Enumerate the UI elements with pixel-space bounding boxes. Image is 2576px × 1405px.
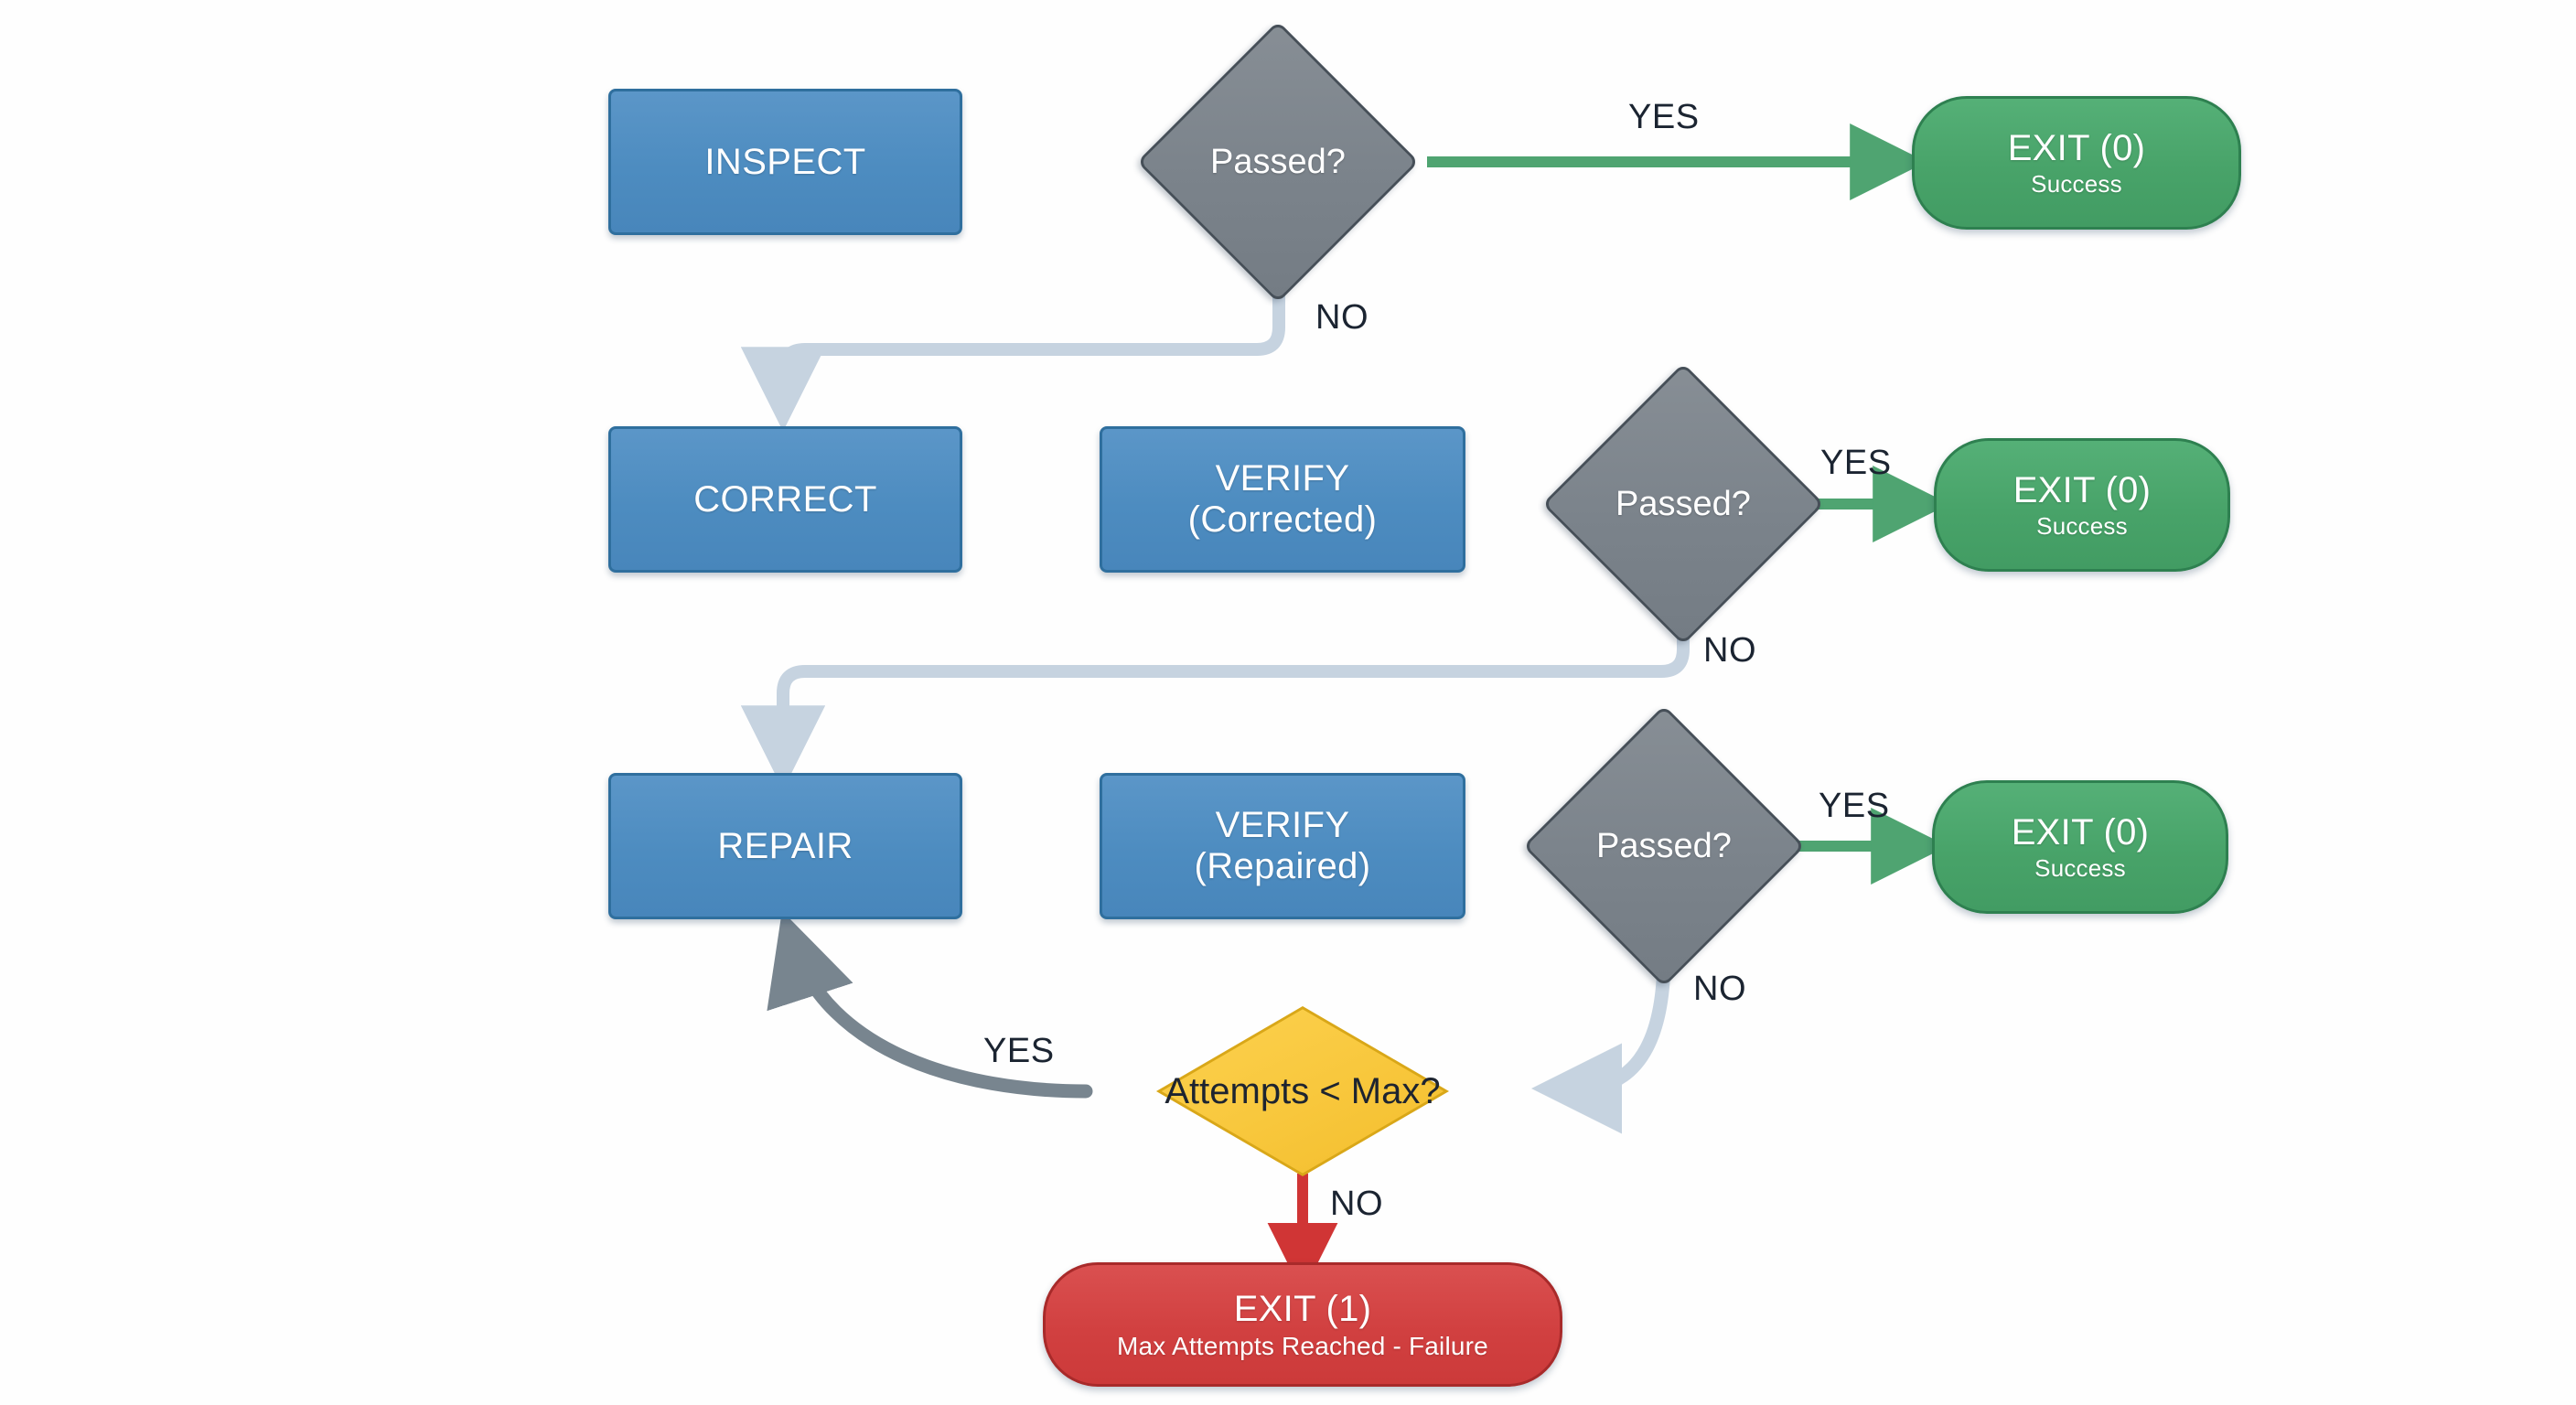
edge-decision1-no bbox=[740, 268, 1285, 432]
exit-success-3-title: EXIT (0) bbox=[2011, 812, 2150, 853]
node-decision3-label: Passed? bbox=[1596, 826, 1732, 865]
edge-decision2-no bbox=[740, 608, 1690, 790]
edge-label-no-3: NO bbox=[1693, 970, 1746, 1008]
edge-label-no-1: NO bbox=[1315, 298, 1368, 337]
node-verify-repaired[interactable]: VERIFY (Repaired) bbox=[1100, 773, 1465, 919]
node-decision3[interactable]: Passed? bbox=[1522, 704, 1806, 988]
exit-failure-subtitle: Max Attempts Reached - Failure bbox=[1117, 1331, 1488, 1360]
node-exit-failure[interactable]: EXIT (1) Max Attempts Reached - Failure bbox=[1043, 1262, 1562, 1387]
node-decision2[interactable]: Passed? bbox=[1541, 362, 1825, 646]
edge-label-yes-2: YES bbox=[1820, 444, 1892, 482]
node-exit-success-3[interactable]: EXIT (0) Success bbox=[1932, 780, 2228, 914]
exit-success-1-title: EXIT (0) bbox=[2007, 128, 2146, 169]
node-attempts-label: Attempts < Max? bbox=[1165, 1070, 1441, 1111]
node-attempts-less-than-max[interactable]: Attempts < Max? bbox=[1156, 1006, 1449, 1176]
edge-decision3-no bbox=[1530, 949, 1671, 1134]
exit-success-3-subtitle: Success bbox=[2034, 853, 2126, 882]
node-exit-success-2[interactable]: EXIT (0) Success bbox=[1934, 438, 2230, 572]
edge-attempts-yes-loop bbox=[767, 910, 1093, 1099]
verify-corrected-line1: VERIFY bbox=[1215, 458, 1350, 499]
exit-success-1-subtitle: Success bbox=[2031, 169, 2122, 198]
exit-success-2-subtitle: Success bbox=[2036, 511, 2128, 540]
exit-success-2-title: EXIT (0) bbox=[2012, 470, 2152, 511]
node-verify-corrected[interactable]: VERIFY (Corrected) bbox=[1100, 426, 1465, 573]
verify-repaired-line2: (Repaired) bbox=[1194, 846, 1371, 886]
node-correct[interactable]: CORRECT bbox=[608, 426, 962, 573]
verify-corrected-line2: (Corrected) bbox=[1187, 499, 1378, 540]
node-decision1-label: Passed? bbox=[1210, 142, 1346, 181]
node-repair-label: REPAIR bbox=[717, 825, 853, 866]
node-inspect[interactable]: INSPECT bbox=[608, 89, 962, 235]
edge-label-yes-retry: YES bbox=[983, 1032, 1055, 1070]
edge-label-no-retry: NO bbox=[1330, 1185, 1383, 1223]
verify-repaired-line1: VERIFY bbox=[1215, 805, 1350, 846]
edge-label-yes-3: YES bbox=[1819, 787, 1890, 825]
node-correct-label: CORRECT bbox=[693, 478, 877, 520]
node-inspect-label: INSPECT bbox=[704, 141, 866, 182]
node-decision1[interactable]: Passed? bbox=[1136, 20, 1420, 304]
exit-failure-title: EXIT (1) bbox=[1233, 1288, 1372, 1329]
node-repair[interactable]: REPAIR bbox=[608, 773, 962, 919]
edge-label-no-2: NO bbox=[1703, 631, 1756, 670]
node-exit-success-1[interactable]: EXIT (0) Success bbox=[1912, 96, 2241, 230]
edge-label-yes-1: YES bbox=[1628, 98, 1700, 136]
node-decision2-label: Passed? bbox=[1615, 484, 1751, 523]
